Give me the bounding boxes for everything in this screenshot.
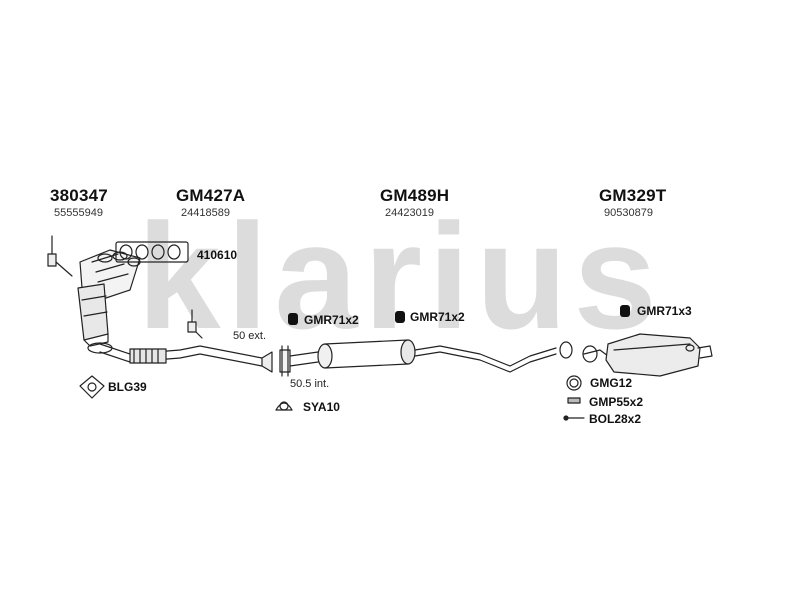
mount-icon-c	[620, 305, 630, 317]
label-gmg12: GMG12	[590, 376, 633, 390]
label-bol28: BOL28x2	[589, 412, 642, 426]
header-code-1: 380347	[50, 186, 108, 205]
rear-silencer-icon	[582, 333, 713, 377]
blg39-gasket-icon	[79, 375, 105, 399]
label-ext: 50 ext.	[233, 330, 267, 342]
mount-icon-a	[288, 313, 298, 325]
gmp55-clamp-icon	[567, 397, 581, 404]
label-mount-c: GMR71x3	[637, 304, 692, 318]
rear-joint-icon	[559, 341, 573, 359]
header-code-2: GM427A	[176, 186, 246, 205]
pipe-joint-icon	[261, 345, 319, 377]
label-mount-a: GMR71x2	[304, 313, 359, 327]
header-code-4: GM329T	[599, 186, 667, 205]
lambda-sensor-front-icon	[47, 235, 73, 277]
center-silencer-icon	[317, 339, 557, 373]
header-code-3: GM489H	[380, 186, 450, 205]
label-mount-b: GMR71x2	[410, 310, 465, 324]
label-blg39: BLG39	[108, 380, 147, 394]
header-ref-2: 24418589	[181, 207, 230, 219]
header-ref-3: 24423019	[385, 207, 434, 219]
gmg12-ring-icon	[566, 375, 582, 391]
mount-icon-b	[395, 311, 405, 323]
manifold-gasket-icon	[115, 241, 189, 263]
label-int: 50.5 int.	[290, 378, 330, 390]
sya10-clamp-icon	[275, 401, 293, 411]
label-410610: 410610	[197, 248, 238, 262]
header-ref-1: 55555949	[54, 207, 103, 219]
lambda-sensor-rear-icon	[187, 309, 203, 339]
label-gmp55: GMP55x2	[589, 395, 644, 409]
label-sya10: SYA10	[303, 400, 340, 414]
front-pipe-icon	[99, 343, 263, 367]
catalytic-converter-icon	[77, 283, 109, 347]
header-ref-4: 90530879	[604, 207, 653, 219]
